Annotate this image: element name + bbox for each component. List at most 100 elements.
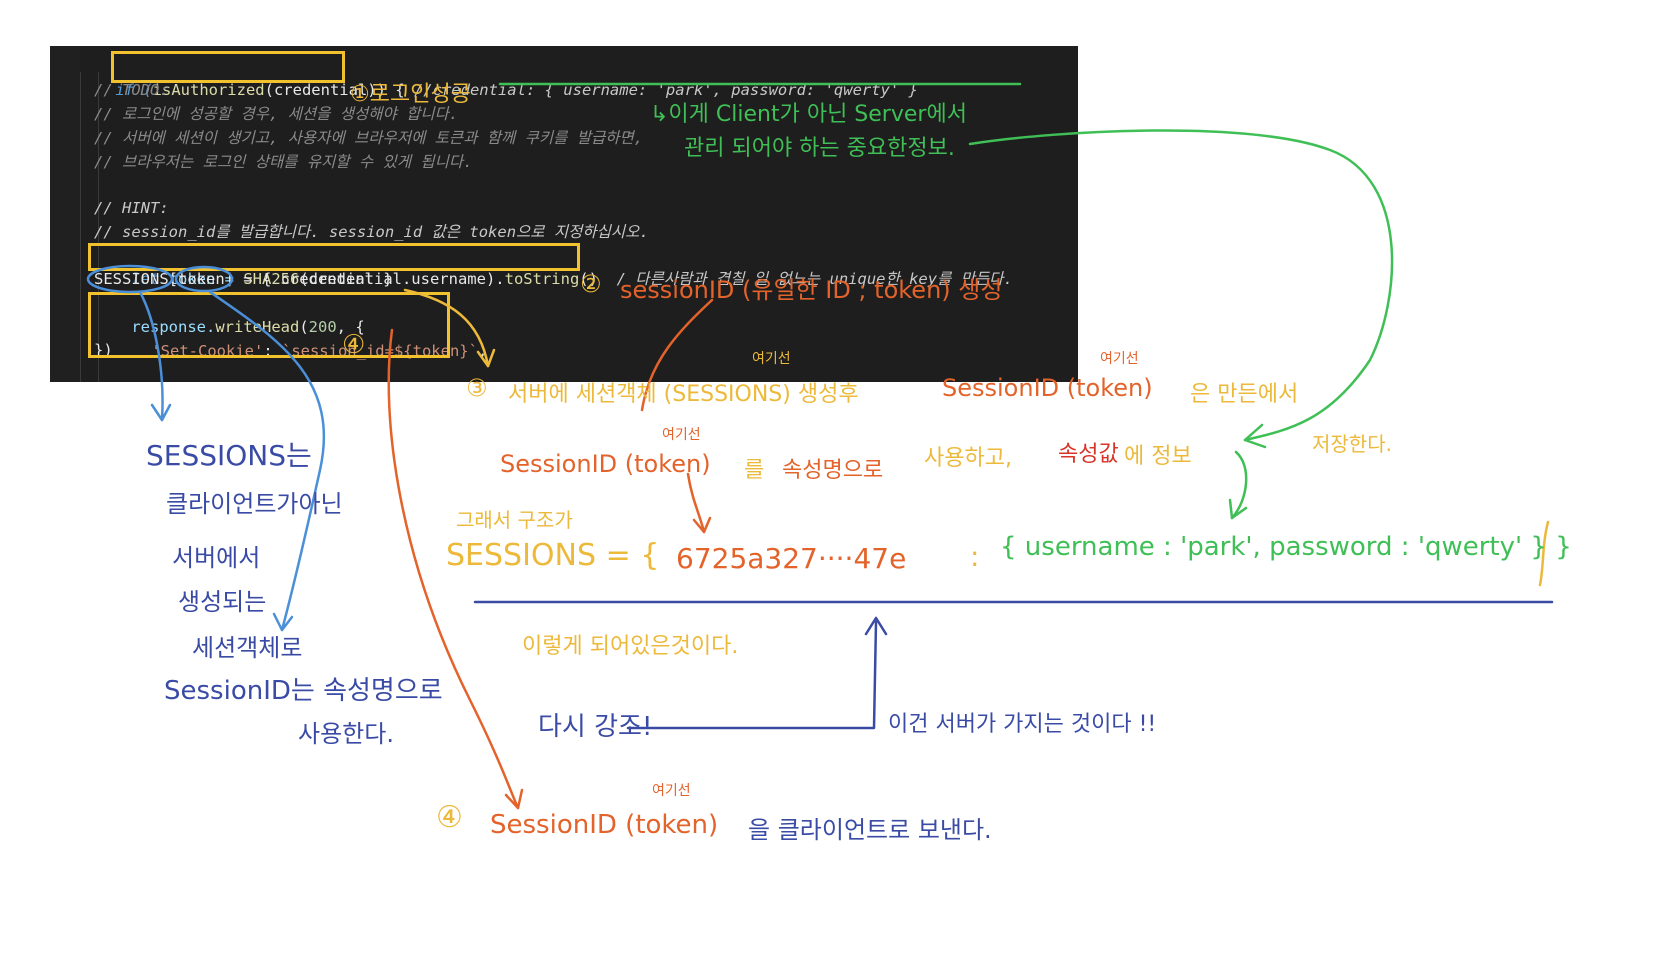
note-step4-sid: SessionID ( xyxy=(490,810,636,840)
note-sessions-colon: : xyxy=(970,540,980,573)
yellow-arrow-head xyxy=(476,348,496,368)
note-blue-6: SessionID는 속성명으로 xyxy=(164,676,443,706)
note-blue-2: 클라이언트가아닌 xyxy=(166,490,343,518)
yellow-brace-right xyxy=(1538,520,1550,587)
note-step3-number: ③ xyxy=(466,374,488,402)
note-green-line2: 관리 되어야 하는 중요한정보. xyxy=(684,136,955,161)
highlight-response xyxy=(88,292,450,358)
indent-guide xyxy=(98,72,99,382)
green-arrow-curve xyxy=(968,129,1394,442)
note-login-success: ①로그인성공 xyxy=(350,82,471,107)
code-colon: : xyxy=(263,342,282,360)
code-line-2: // TODO: xyxy=(94,81,169,99)
code-editor: if (isAuthorized(credential)) { //creden… xyxy=(50,46,1078,382)
code-sha256: SHA256 xyxy=(243,270,300,288)
code-let: let xyxy=(131,270,160,288)
note-step4-tail: 을 클라이언트로 보낸다. xyxy=(748,816,992,844)
code-token-var: token = xyxy=(159,270,244,288)
indent-guide xyxy=(80,72,81,382)
note-step3-sid: SessionID ( xyxy=(942,374,1077,402)
note-step3-token: token xyxy=(1076,374,1144,402)
code-line-7: // HINT: xyxy=(94,199,169,217)
green-small-arrow-head xyxy=(1228,498,1248,520)
code-line-10: SESSIONS[token] = { credential } xyxy=(94,270,393,288)
blue-circle-sessions xyxy=(86,264,174,294)
blue-emphasis-arrow-head xyxy=(864,616,888,636)
note-emphasize-again: 다시 강조! xyxy=(538,712,653,742)
note-blue-3: 서버에서 xyxy=(172,544,261,572)
code-is-authorized: isAuthorized xyxy=(152,81,265,99)
note-blue-1: SESSIONS는 xyxy=(146,439,312,472)
code-arg2: (credential.username). xyxy=(299,270,505,288)
note-yeogiseo-3: 여기선 xyxy=(662,427,701,443)
note-yeogiseo-4: 여기선 xyxy=(652,783,691,799)
note-yeogiseo-1: 여기선 xyxy=(752,351,791,367)
code-line-13: }) xyxy=(94,341,113,359)
blue-emphasis-arrow xyxy=(626,620,878,730)
code-brace: , { xyxy=(336,318,365,336)
green-arrow-head xyxy=(1243,423,1267,449)
note-blue-4: 생성되는 xyxy=(178,588,267,616)
note-step2-text: sessionID (유일한 ID ; token) 생성 xyxy=(620,276,1003,304)
note-blue-7: 사용한다. xyxy=(298,720,394,748)
yellow-arrow-step3 xyxy=(403,288,490,368)
code-200: 200 xyxy=(308,318,337,336)
note-server-owns: 이건 서버가 가지는 것이다 !! xyxy=(888,712,1157,737)
orange-arrow-token-send xyxy=(387,328,520,810)
note-row4-use: 사용하고, xyxy=(924,446,1012,471)
note-like-this: 이렇게 되어있은것이다. xyxy=(522,634,739,659)
code-comment-credential: //credential: { username: 'park', passwo… xyxy=(413,81,918,99)
note-row4-store: 저장한다. xyxy=(1312,432,1392,456)
blue-circle-token xyxy=(174,265,234,293)
blue-arrow-head-1 xyxy=(150,403,172,422)
note-row4-attr-value: 속성값 xyxy=(1058,442,1119,467)
note-circle-four-code: ④ xyxy=(342,330,366,360)
note-row4-attr-name: 속성명으로 xyxy=(782,458,884,483)
green-small-arrow xyxy=(1230,450,1248,520)
note-step3-tail: 은 만든에서 xyxy=(1190,382,1299,407)
highlight-let-token xyxy=(88,243,580,271)
editor-gutter xyxy=(50,46,80,382)
note-row4-info: 에 정보 xyxy=(1124,444,1192,469)
blue-arrow-sessions xyxy=(138,290,164,422)
note-step3-text: 서버에 세션객체 (SESSIONS) 생성후 xyxy=(508,382,859,407)
code-comma: , xyxy=(477,342,488,360)
note-step4-token: token xyxy=(635,810,709,840)
note-step4-number: ④ xyxy=(436,800,463,835)
code-paren: ( xyxy=(299,318,309,336)
note-sessions-key: 6725a327····47e xyxy=(676,542,907,575)
code-arg: (credential)) { xyxy=(264,81,405,99)
orange-arrow-head-2 xyxy=(692,516,712,534)
code-comment-unique: / 다른사람과 겹칠 일 없느는 unique한 key를 만든다. xyxy=(616,270,1013,288)
note-sessions-eq: SESSIONS = { xyxy=(446,538,660,573)
highlight-is-authorized xyxy=(111,51,345,83)
blue-arrow-head-2 xyxy=(272,612,294,632)
code-tostring: toString xyxy=(504,270,580,288)
note-step2-number: ② xyxy=(580,270,602,298)
blue-arrow-token xyxy=(208,290,326,632)
orange-arrow-sessionid xyxy=(640,298,714,412)
code-line-9: let token = SHA256(credential.username).… xyxy=(94,243,1013,315)
note-sessions-value: { username : 'park', password : 'qwerty'… xyxy=(1000,532,1572,562)
note-step4-sessionid: SessionID (token) xyxy=(490,810,718,840)
code-line-3: // 로그인에 성공할 경우, 세션을 생성해야 합니다. xyxy=(94,105,459,123)
note-row4-sid: SessionID ( xyxy=(500,450,635,478)
code-line-5: // 브라우저는 로그인 상태를 유지할 수 있게 됩니다. xyxy=(94,153,473,171)
note-row4-reul: 를 xyxy=(744,458,765,483)
code-line-1: if (isAuthorized(credential)) { //creden… xyxy=(78,54,918,126)
note-row4-sessionid: SessionID (token) xyxy=(500,450,711,478)
code-line-4: // 서버에 세션이 생기고, 사용자에 브라우저에 토큰과 함께 쿠키를 발급… xyxy=(94,129,644,147)
orange-arrow-head-1 xyxy=(504,788,524,810)
note-step3-close: ) xyxy=(1143,374,1153,402)
note-row4-token: token xyxy=(634,450,702,478)
code-parens: () xyxy=(579,270,598,288)
note-step4-close: ) xyxy=(708,810,719,840)
note-step3-sessionid: SessionID (token) xyxy=(942,374,1153,402)
code-if: if ( xyxy=(115,81,153,99)
note-row4-close: ) xyxy=(701,450,711,478)
note-blue-5: 세션객체로 xyxy=(192,634,303,662)
note-structure-label: 그래서 구조가 xyxy=(456,508,573,532)
code-line-8: // session_id를 발급합니다. session_id 값은 toke… xyxy=(94,223,649,241)
note-yeogiseo-2: 여기선 xyxy=(1100,351,1139,367)
